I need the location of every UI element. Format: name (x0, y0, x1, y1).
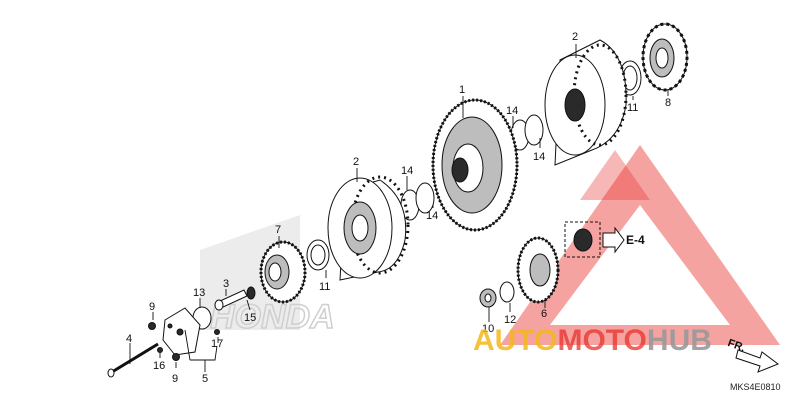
part-11-washer-lower (306, 239, 330, 271)
callout-9-lower: 9 (172, 373, 178, 385)
arrow-right-icon (602, 226, 625, 254)
callout-16: 16 (153, 360, 165, 372)
callout-7: 7 (275, 224, 281, 236)
leader-lines (129, 44, 669, 372)
callout-1: 1 (459, 84, 465, 96)
part-9-bolts (148, 322, 180, 361)
watermark-text: AUTOMOTOHUB (473, 324, 712, 357)
callout-3: 3 (223, 278, 229, 290)
callout-11-lower: 11 (319, 281, 330, 293)
part-7-gear (259, 240, 307, 304)
callout-2-upper: 2 (572, 31, 578, 43)
part-15-collar (246, 286, 256, 300)
callout-13: 13 (193, 287, 205, 299)
part-5-cover-plate (162, 307, 201, 356)
reference-e4-part (564, 221, 601, 258)
watermark-part-2: MOTO (557, 324, 646, 357)
warning-triangle-icon (500, 145, 780, 345)
callout-10: 10 (482, 323, 494, 335)
callouts: 1 2 2 3 4 5 6 7 8 9 9 10 11 11 12 13 14 … (126, 31, 671, 385)
watermark-logo: AUTOMOTOHUB (473, 324, 712, 357)
callout-14-c: 14 (401, 165, 413, 177)
callout-14-b: 14 (533, 151, 545, 163)
part-12-washer (499, 281, 515, 303)
callout-9-upper: 9 (149, 301, 155, 313)
callout-14-a: 14 (506, 105, 518, 117)
part-3-shaft (214, 289, 248, 311)
part-2-drum-upper (544, 39, 628, 166)
callout-17: 17 (211, 338, 223, 350)
callout-12: 12 (504, 314, 516, 326)
part-1-primary-gear (431, 98, 519, 232)
direction-label: FR. (726, 337, 747, 354)
diagram-code: MKS4E0810 (730, 382, 781, 392)
watermark-part-1: AUTO (473, 324, 557, 357)
callout-2-lower: 2 (353, 156, 359, 168)
callout-5: 5 (202, 373, 208, 385)
callout-14-d: 14 (426, 210, 438, 222)
callout-6: 6 (541, 308, 547, 320)
reference-label: E-4 (626, 233, 645, 247)
part-8-gear (641, 22, 689, 92)
callout-8: 8 (665, 97, 671, 109)
callout-15: 15 (244, 312, 256, 324)
part-16-17-small (157, 329, 220, 353)
part-14-rings-upper (510, 114, 544, 151)
part-6-gear (516, 236, 560, 304)
callout-4: 4 (126, 333, 132, 345)
part-4-long-bolt (107, 342, 159, 378)
watermark-part-3: HUB (647, 324, 712, 357)
direction-arrow-icon: FR. (726, 337, 780, 373)
callout-11-upper: 11 (627, 102, 638, 114)
part-10-nut (479, 288, 497, 308)
part-2-drum-lower (327, 175, 410, 281)
